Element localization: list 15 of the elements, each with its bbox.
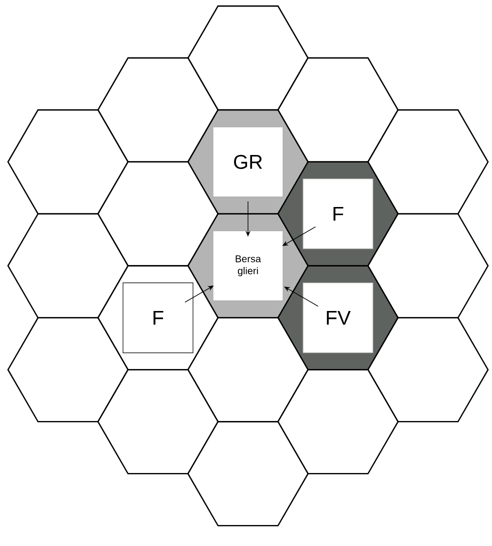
hexagon-cell (7, 317, 129, 422)
hexagon-cell (97, 57, 219, 163)
hexagon-cell (187, 317, 309, 422)
hexagon-cell (277, 369, 399, 474)
hexagon-cell (97, 161, 219, 266)
hexagon-cell (7, 109, 129, 215)
hexagon-cell (187, 5, 309, 111)
hexagon-cell (367, 213, 489, 318)
hexagon-cell (277, 57, 399, 163)
hexagon-cell (7, 213, 129, 318)
hexagon-cell (367, 109, 489, 215)
arrow (284, 286, 319, 307)
hexagon-cell (97, 369, 219, 474)
hexagon-cell (187, 421, 309, 526)
hexagon-cell (367, 317, 489, 422)
